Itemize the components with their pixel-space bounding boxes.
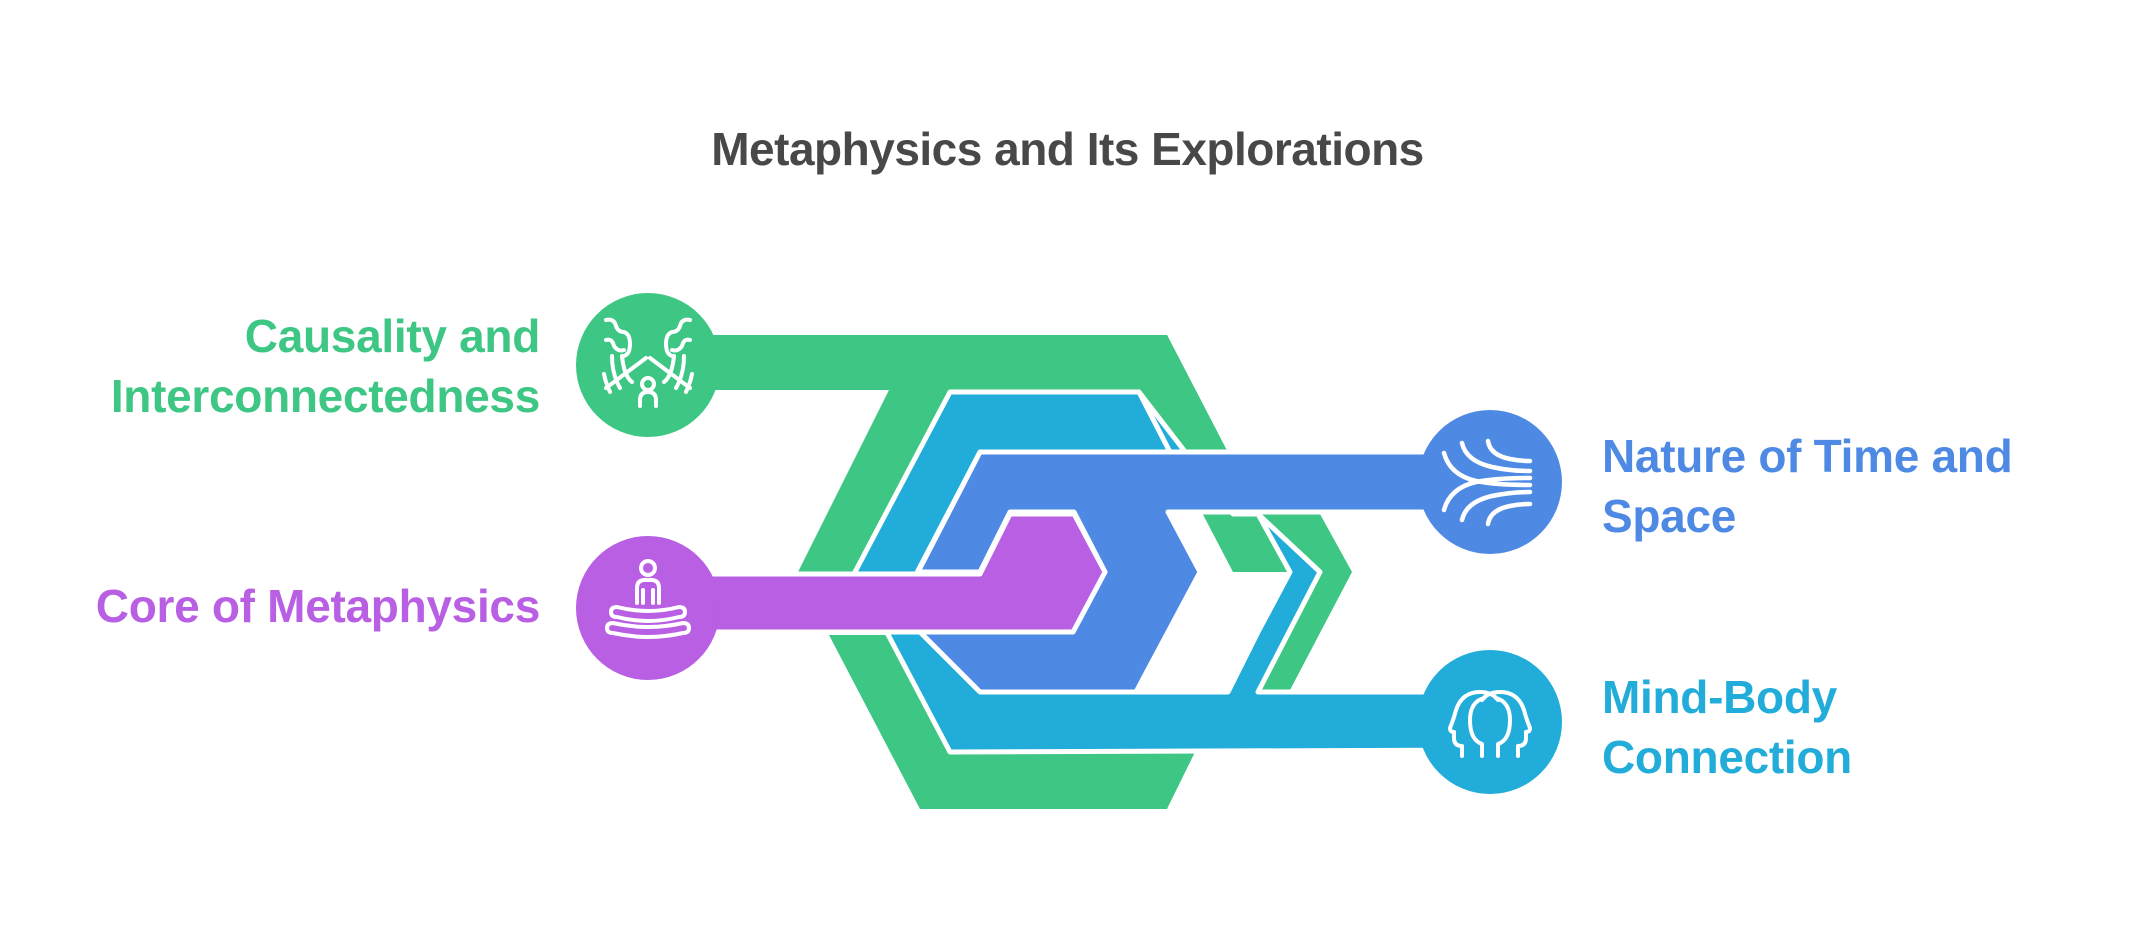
core-label: Core of Metaphysics	[40, 576, 541, 636]
core-band	[576, 511, 1108, 680]
trees-person-icon	[602, 317, 694, 408]
mind-body-node	[1418, 650, 1562, 794]
converging-lines-icon	[1441, 438, 1533, 527]
causality-node	[576, 293, 720, 437]
core-node	[576, 536, 720, 680]
mind-body-label: Mind-Body Connection	[1602, 667, 2122, 787]
time-space-label-line-2: Space	[1602, 490, 1737, 542]
causality-label: Causality and Interconnectedness	[60, 306, 540, 426]
core-label-line-1: Core of Metaphysics	[95, 580, 541, 632]
causality-label-line-2: Interconnectedness	[110, 370, 540, 422]
time-space-label-line-1: Nature of Time and	[1602, 430, 2013, 482]
causality-label-line-1: Causality and	[244, 310, 541, 362]
mind-body-label-line-1: Mind-Body	[1602, 671, 1837, 723]
time-space-label: Nature of Time and Space	[1602, 426, 2122, 546]
meditating-person-icon	[605, 559, 691, 639]
two-heads-icon	[1448, 690, 1532, 758]
diagram-title: Metaphysics and Its Explorations	[711, 123, 1424, 175]
mind-body-label-line-2: Connection	[1602, 731, 1852, 783]
